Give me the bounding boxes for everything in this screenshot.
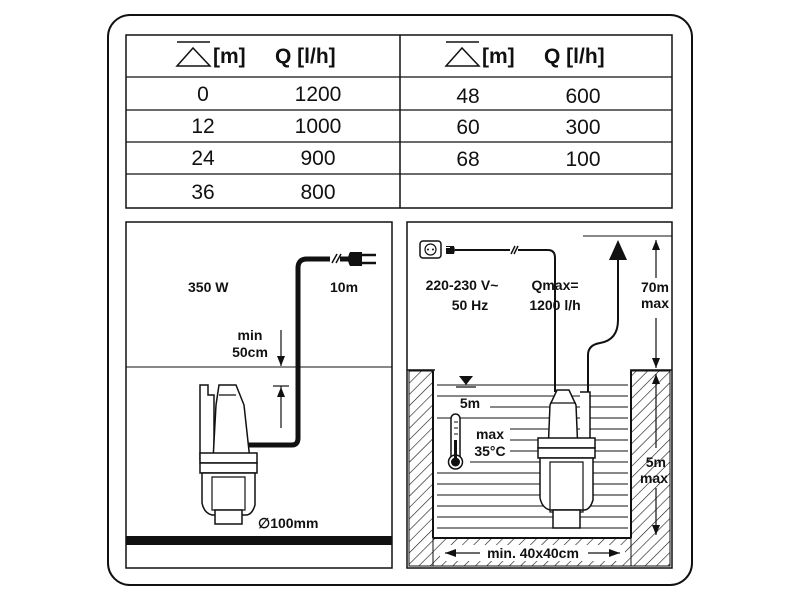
water-level-icon <box>456 376 476 388</box>
table-cell: 300 <box>565 116 600 139</box>
installation-panel-right: 220-230 V~ 50 Hz Qmax= 1200 l/h 70m max … <box>406 221 673 569</box>
submersion-max: max <box>640 470 668 486</box>
pump-icon <box>537 389 596 529</box>
voltage-label: 220-230 V~ <box>426 277 499 293</box>
outlet-hose <box>587 258 619 392</box>
lift-height-value: 70m <box>641 279 669 295</box>
power-cable <box>245 256 330 448</box>
lift-height-max: max <box>641 295 669 311</box>
submersion-value: 5m <box>646 454 666 470</box>
min-depth-label: min <box>238 327 263 343</box>
lift-height-arrows <box>652 240 660 368</box>
table-cell: 1000 <box>295 115 342 138</box>
diameter-label: ∅100mm <box>258 515 318 531</box>
head-icon <box>175 41 481 67</box>
label-border <box>107 14 693 586</box>
well-walls <box>408 370 671 567</box>
well-width-arrows <box>445 549 620 557</box>
table-cell: 900 <box>300 147 335 170</box>
thermometer-icon <box>447 413 464 470</box>
power-cable <box>455 249 556 392</box>
water-depth-label: 5m <box>460 395 480 411</box>
qmax-label: Qmax= <box>531 277 578 293</box>
temp-value: 35°C <box>474 443 505 459</box>
min-depth-arrows <box>273 330 289 428</box>
header-head: [m] <box>213 45 246 68</box>
frequency-label: 50 Hz <box>452 297 489 313</box>
installation-panel-left: 350 W 10m min 50cm ∅100mm <box>125 221 393 569</box>
table-cell: 600 <box>565 85 600 108</box>
table-cell: 24 <box>191 147 215 170</box>
ground-bar <box>126 536 392 545</box>
table-cell: 12 <box>191 115 214 138</box>
cable-length: 10m <box>330 279 358 295</box>
table-cell: 0 <box>197 83 209 106</box>
table-cell: 800 <box>300 181 335 204</box>
header-flow: Q [l/h] <box>275 45 336 68</box>
socket-icon <box>419 240 455 259</box>
plug-icon <box>348 252 376 266</box>
arrow-up-icon <box>609 240 627 260</box>
table-cell: 36 <box>191 181 214 204</box>
table-cell: 100 <box>565 148 600 171</box>
power-rating: 350 W <box>188 279 229 295</box>
table-cell: 48 <box>456 85 479 108</box>
header-flow: Q [l/h] <box>544 45 605 68</box>
min-depth-value: 50cm <box>232 344 268 360</box>
table-cell: 60 <box>456 116 479 139</box>
header-head: [m] <box>482 45 515 68</box>
submersion-arrows <box>652 374 660 535</box>
table-cell: 1200 <box>295 83 342 106</box>
performance-table: [m] Q [l/h] [m] Q [l/h] 0 1200 12 1000 2… <box>125 34 673 209</box>
well-size-label: min. 40x40cm <box>487 545 579 561</box>
qmax-value: 1200 l/h <box>529 297 580 313</box>
pump-icon <box>199 384 258 525</box>
temp-max-label: max <box>476 426 504 442</box>
table-cell: 68 <box>456 148 479 171</box>
